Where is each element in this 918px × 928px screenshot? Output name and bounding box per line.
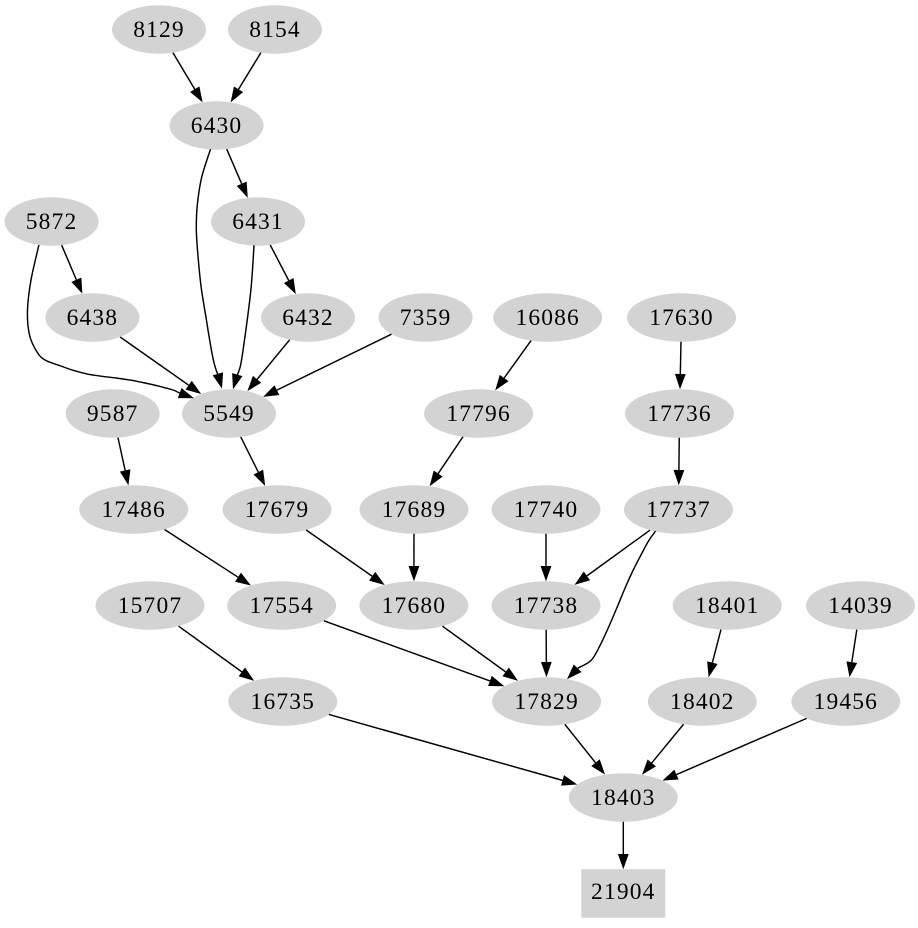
svg-text:8154: 8154 — [249, 17, 301, 43]
svg-text:5549: 5549 — [203, 401, 255, 427]
svg-text:8129: 8129 — [133, 17, 185, 43]
svg-text:17679: 17679 — [245, 497, 310, 523]
svg-text:17829: 17829 — [514, 689, 579, 715]
svg-text:18402: 18402 — [670, 689, 735, 715]
svg-text:17554: 17554 — [249, 593, 314, 619]
svg-text:9587: 9587 — [87, 401, 139, 427]
svg-text:17738: 17738 — [514, 593, 579, 619]
svg-text:18401: 18401 — [695, 593, 760, 619]
svg-text:14039: 14039 — [828, 593, 893, 619]
svg-text:17630: 17630 — [649, 305, 714, 331]
svg-text:21904: 21904 — [591, 879, 656, 905]
svg-text:15707: 15707 — [118, 593, 183, 619]
svg-text:17689: 17689 — [382, 497, 447, 523]
svg-text:7359: 7359 — [400, 305, 452, 331]
svg-text:17680: 17680 — [382, 593, 447, 619]
svg-text:16086: 16086 — [515, 305, 580, 331]
svg-text:5872: 5872 — [26, 209, 78, 235]
svg-text:6432: 6432 — [282, 305, 334, 331]
svg-text:18403: 18403 — [591, 785, 656, 811]
svg-text:17486: 17486 — [101, 497, 166, 523]
svg-text:6430: 6430 — [191, 113, 243, 139]
svg-text:17736: 17736 — [647, 401, 712, 427]
svg-text:19456: 19456 — [814, 689, 879, 715]
svg-text:17737: 17737 — [646, 497, 711, 523]
svg-text:16735: 16735 — [251, 689, 316, 715]
svg-text:17740: 17740 — [514, 497, 579, 523]
svg-text:17796: 17796 — [446, 401, 511, 427]
svg-text:6438: 6438 — [67, 305, 119, 331]
svg-text:6431: 6431 — [232, 209, 284, 235]
